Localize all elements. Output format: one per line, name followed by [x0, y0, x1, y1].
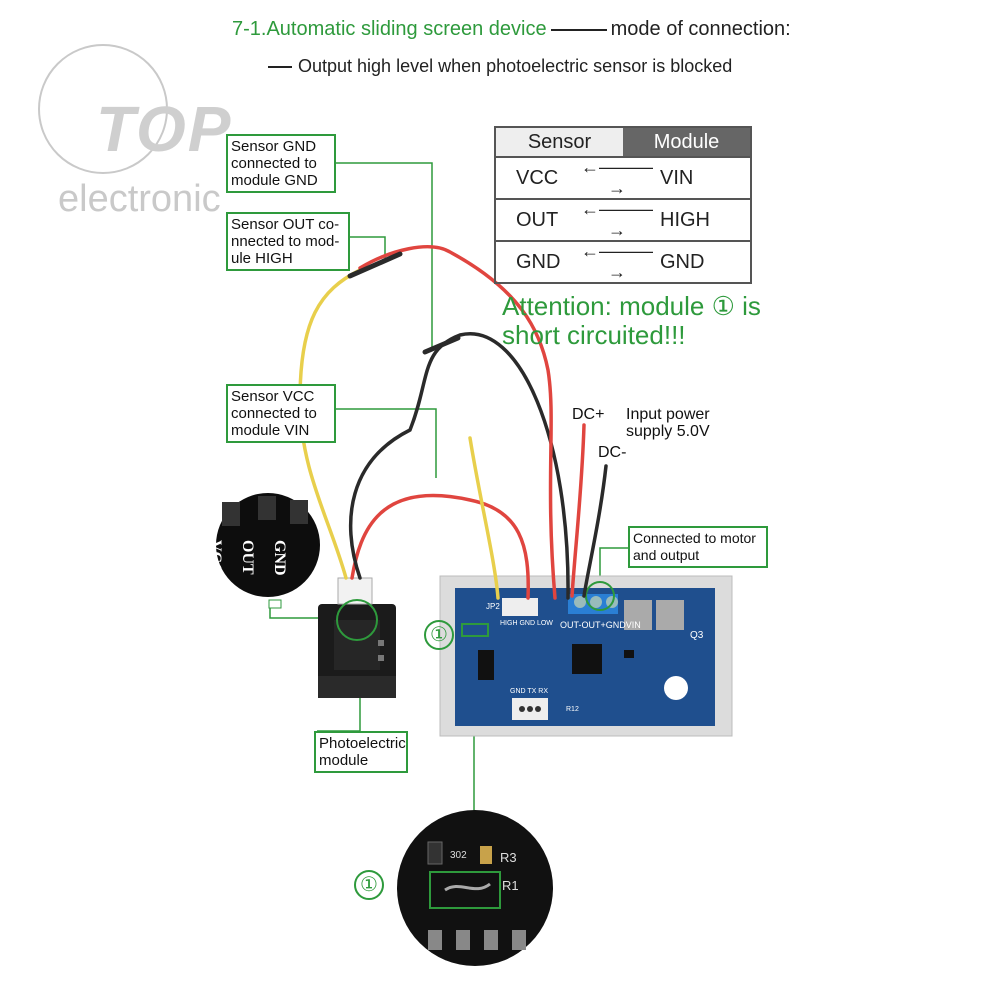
pin-label-gnd: GND	[271, 540, 288, 576]
callout-gnd-line2: connected to	[231, 155, 317, 172]
zoom-r3: R3	[500, 850, 517, 865]
short-badge-board: ①	[424, 620, 454, 650]
page-title: 7-1.Automatic sliding screen device mode …	[232, 18, 791, 41]
input-power-line1: Input power	[626, 406, 710, 423]
table-cell-sensor: GND	[516, 250, 561, 273]
callout-motor: Connected to motor and output	[628, 526, 768, 568]
board-r12: R12	[566, 706, 579, 713]
out-callout-line	[345, 236, 386, 258]
callout-sensor-vcc: Sensor VCC connected to module VIN	[226, 384, 336, 443]
callout-vcc-line2: connected to	[231, 405, 317, 422]
bottom-zoom	[397, 810, 553, 966]
control-board	[439, 575, 733, 737]
callout-out-line2: nnected to mod-	[231, 233, 340, 250]
table-cell-module: HIGH	[660, 208, 710, 231]
table-row: OUT ←———→ HIGH	[496, 198, 750, 240]
table-cell-module: VIN	[660, 166, 694, 189]
callout-out-line3: ule HIGH	[231, 250, 293, 267]
double-arrow-icon: ←———→	[581, 241, 653, 282]
pin-label-vcc: VCC	[207, 540, 224, 575]
dc-plus-label: DC+	[572, 406, 605, 423]
callout-motor-line1: Connected to motor	[633, 530, 756, 546]
callout-photo-line2: module	[319, 752, 369, 769]
wire-dc-plus	[570, 423, 586, 598]
table-header-module: Module	[623, 128, 750, 156]
pin-label-out: OUT	[239, 540, 256, 575]
table-row: GND ←———→ GND	[496, 240, 750, 282]
callout-gnd-line3: module GND	[231, 172, 318, 189]
input-power-label: Input power supply 5.0V	[626, 406, 710, 440]
input-power-line2: supply 5.0V	[626, 423, 710, 440]
board-bottom-label: GND TX RX	[510, 688, 548, 695]
double-arrow-icon: ←———→	[581, 157, 653, 198]
board-q3: Q3	[690, 630, 704, 641]
subtitle-dash	[268, 66, 292, 69]
title-dash	[550, 28, 607, 31]
table-header: Sensor Module	[496, 128, 750, 156]
logo-circle	[38, 44, 168, 174]
page-subtitle: Output high level when photoelectric sen…	[268, 56, 732, 77]
wire-dc-minus	[582, 464, 608, 598]
callout-photo-line1: Photoelectric	[319, 735, 406, 752]
zoom-r1: R1	[502, 878, 519, 893]
callout-out-line1: Sensor OUT co-	[231, 216, 340, 233]
zoom-code: 302	[450, 850, 467, 861]
wire-yellow-board	[468, 436, 500, 600]
callout-sensor-gnd: Sensor GND connected to module GND	[226, 134, 336, 193]
title-part1: 7-1.Automatic sliding screen device	[232, 18, 547, 40]
heatshrink-2	[422, 335, 461, 355]
table-row: VCC ←———→ VIN	[496, 156, 750, 198]
callout-gnd-line1: Sensor GND	[231, 138, 317, 155]
attention-line1: Attention: module ① is	[502, 291, 761, 321]
table-cell-sensor: OUT	[516, 208, 559, 231]
logo-sub: electronic	[58, 178, 221, 220]
connection-table: Sensor Module VCC ←———→ VIN OUT ←———→ HI…	[494, 126, 752, 284]
table-cell-sensor: VCC	[516, 166, 559, 189]
sensor-pin-zoom	[216, 493, 320, 609]
gnd-callout-line	[332, 162, 433, 350]
callout-sensor-out: Sensor OUT co- nnected to mod- ule HIGH	[226, 212, 350, 271]
attention-note: Attention: module ① is short circuited!!…	[502, 292, 761, 350]
wire-gnd-black	[348, 331, 570, 600]
motor-callout-line	[599, 547, 630, 588]
callout-photoelectric: Photoelectric module	[314, 731, 408, 773]
board-terminal-label: OUT-OUT+GNDVIN	[560, 620, 641, 630]
logo-main: TOP	[96, 93, 233, 165]
board-jp2: JP2	[486, 602, 500, 611]
short-badge-zoom: ①	[354, 870, 384, 900]
table-header-sensor: Sensor	[496, 128, 623, 156]
callout-motor-line2: and output	[633, 547, 700, 563]
attention-line2: short circuited!!!	[502, 320, 686, 350]
board-connector-label: HIGH GND LOW	[500, 620, 553, 627]
photoelectric-module	[318, 577, 396, 698]
double-arrow-icon: ←———→	[581, 199, 653, 240]
title-part2: mode of connection:	[610, 18, 791, 40]
dc-minus-label: DC-	[598, 444, 627, 461]
wire-high-red	[358, 245, 557, 600]
subtitle-text: Output high level when photoelectric sen…	[298, 56, 733, 76]
heatshrink-1	[347, 251, 403, 279]
callout-vcc-line1: Sensor VCC	[231, 388, 315, 405]
callout-vcc-line3: module VIN	[231, 422, 310, 439]
wire-vcc-red	[350, 493, 530, 600]
vcc-callout-line	[332, 408, 437, 478]
table-cell-module: GND	[660, 250, 705, 273]
